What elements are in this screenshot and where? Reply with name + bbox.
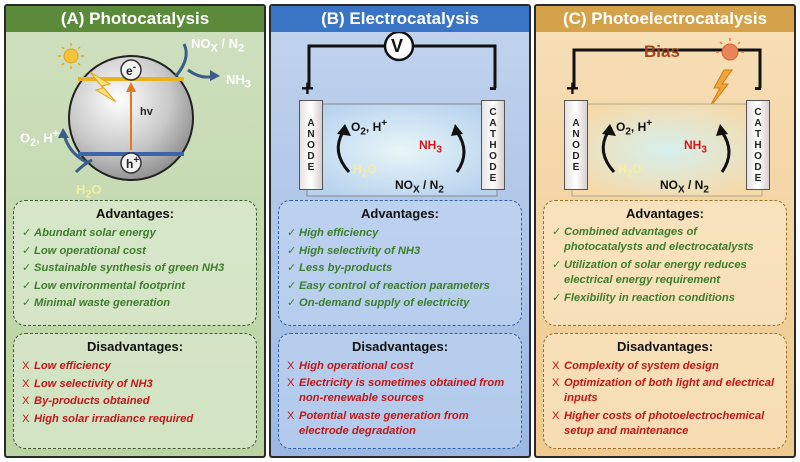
water-label: H2O — [618, 162, 642, 180]
disadvantages-box: Disadvantages: Complexity of system desi… — [543, 333, 787, 449]
advantage-item: Less by-products — [287, 260, 513, 278]
hv-label: hv — [140, 106, 153, 118]
oxidation-product-label: O2, H+ — [351, 118, 388, 138]
advantage-item: Sustainable synthesis of green NH3 — [22, 260, 248, 278]
water-label: H2O — [76, 182, 102, 201]
lightning-icon — [89, 71, 117, 103]
advantage-item: On-demand supply of electricity — [287, 295, 513, 313]
anode-cycle-arrow — [336, 131, 351, 174]
advantages-box: Advantages: Abundant solar energy Low op… — [13, 200, 257, 326]
product-nh3-label: NH3 — [226, 72, 251, 91]
negative-terminal: - — [754, 74, 762, 101]
product-nh3-label: NH3 — [419, 138, 442, 156]
anode-cycle-arrow — [601, 131, 616, 174]
advantage-item: High efficiency — [287, 225, 513, 243]
voltmeter-icon — [383, 32, 415, 62]
advantages-box: Advantages: High efficiency High selecti… — [278, 200, 522, 326]
disadvantage-item: Optimization of both light and electrica… — [552, 376, 778, 406]
advantage-item: Flexibility in reaction conditions — [552, 291, 778, 306]
reduction-arrow — [174, 43, 188, 77]
disadvantages-title: Disadvantages: — [351, 339, 449, 354]
h2o-in-arrow — [74, 158, 93, 174]
advantage-item: Combined advantages of photocatalysts an… — [552, 225, 778, 255]
advantage-item: Easy control of reaction parameters — [287, 278, 513, 296]
disadvantage-item: High operational cost — [287, 358, 513, 376]
advantages-title: Advantages: — [625, 206, 705, 221]
reactant-label: NOX / N2 — [191, 36, 244, 55]
positive-terminal: + — [566, 76, 579, 101]
advantage-item: Low environmental footprint — [22, 278, 248, 296]
advantages-title: Advantages: — [360, 206, 440, 221]
voltmeter-label: V — [391, 36, 404, 56]
advantage-item: Abundant solar energy — [22, 225, 248, 243]
positive-terminal: + — [301, 76, 314, 101]
advantage-item: High selectivity of NH3 — [287, 243, 513, 261]
reactant-label: NOX / N2 — [660, 178, 709, 196]
oxidation-product-label: O2, H+ — [20, 128, 60, 149]
advantages-box: Advantages: Combined advantages of photo… — [543, 200, 787, 326]
advantages-title: Advantages: — [95, 206, 175, 221]
negative-terminal: - — [489, 74, 497, 101]
disadvantage-item: By-products obtained — [22, 393, 248, 411]
sun-icon — [716, 38, 744, 61]
disadvantage-item: Electricity is sometimes obtained from n… — [287, 376, 513, 406]
circuit-wire — [572, 48, 762, 88]
cathode-cycle-arrow — [455, 131, 466, 173]
photocatalysis-diagram — [58, 43, 220, 181]
panel-photocatalysis: (A) Photocatalysis — [4, 4, 266, 458]
disadvantages-box: Disadvantages: High operational cost Ele… — [278, 333, 522, 449]
disadvantage-item: Potential waste generation from electrod… — [287, 409, 513, 439]
panel-title: (B) Electrocatalysis — [271, 6, 529, 32]
lightning-icon — [707, 69, 733, 111]
disadvantage-item: Low selectivity of NH3 — [22, 376, 248, 394]
sun-icon — [58, 43, 84, 69]
bias-label: Bias — [644, 42, 680, 61]
oxidation-product-label: O2, H+ — [616, 118, 653, 138]
cathode-cycle-arrow — [720, 131, 731, 173]
panel-title: (A) Photocatalysis — [6, 6, 264, 32]
disadvantages-box: Disadvantages: Low efficiency Low select… — [13, 333, 257, 449]
electrocatalysis-diagram — [306, 32, 498, 197]
panel-title: (C) Photoelectrocatalysis — [536, 6, 794, 32]
disadvantages-title: Disadvantages: — [616, 339, 714, 354]
advantage-item: Utilization of solar energy reduces elec… — [552, 258, 778, 288]
photoelectrocatalysis-diagram — [571, 38, 763, 197]
disadvantage-item: Higher costs of photoelectrochemical set… — [552, 409, 778, 439]
water-label: H2O — [353, 162, 377, 180]
disadvantage-item: High solar irradiance required — [22, 411, 248, 429]
advantage-item: Minimal waste generation — [22, 295, 248, 313]
hole-label: h+ — [126, 155, 140, 171]
electron-label: e- — [126, 62, 137, 78]
disadvantages-title: Disadvantages: — [86, 339, 184, 354]
product-nh3-label: NH3 — [684, 138, 707, 156]
reactant-label: NOX / N2 — [395, 178, 444, 196]
advantage-item: Low operational cost — [22, 243, 248, 261]
disadvantage-item: Complexity of system design — [552, 358, 778, 376]
disadvantage-item: Low efficiency — [22, 358, 248, 376]
